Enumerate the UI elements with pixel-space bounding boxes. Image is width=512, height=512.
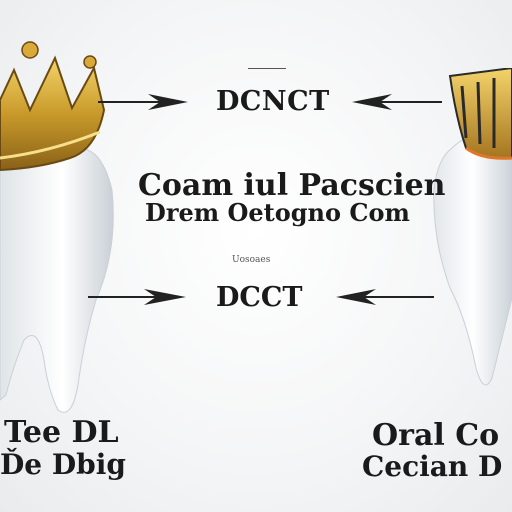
left-caption-line2: Ďe Dbig [0,448,126,481]
bottom-left-arrow-icon [88,289,186,305]
left-tooth-with-crown-icon [0,41,114,413]
top-left-arrow-icon [98,94,188,110]
right-caption-line2: Cecian D [362,450,503,483]
middle-heading-line1: Coam iul Pacscien [138,168,446,203]
top-right-arrow-icon [352,94,442,110]
left-caption-line1: Tee DL [4,415,119,450]
middle-heading-line2: Drem Oetogno Com [145,198,410,227]
small-caption: Uosoaes [232,255,271,265]
bottom-center-label: DCCT [216,282,303,313]
bottom-right-arrow-icon [336,289,434,305]
top-center-label: DCNCT [216,86,330,117]
right-tooth-with-crown-icon [433,68,512,386]
right-caption-line1: Oral Co [372,418,500,453]
top-rule [248,68,286,69]
